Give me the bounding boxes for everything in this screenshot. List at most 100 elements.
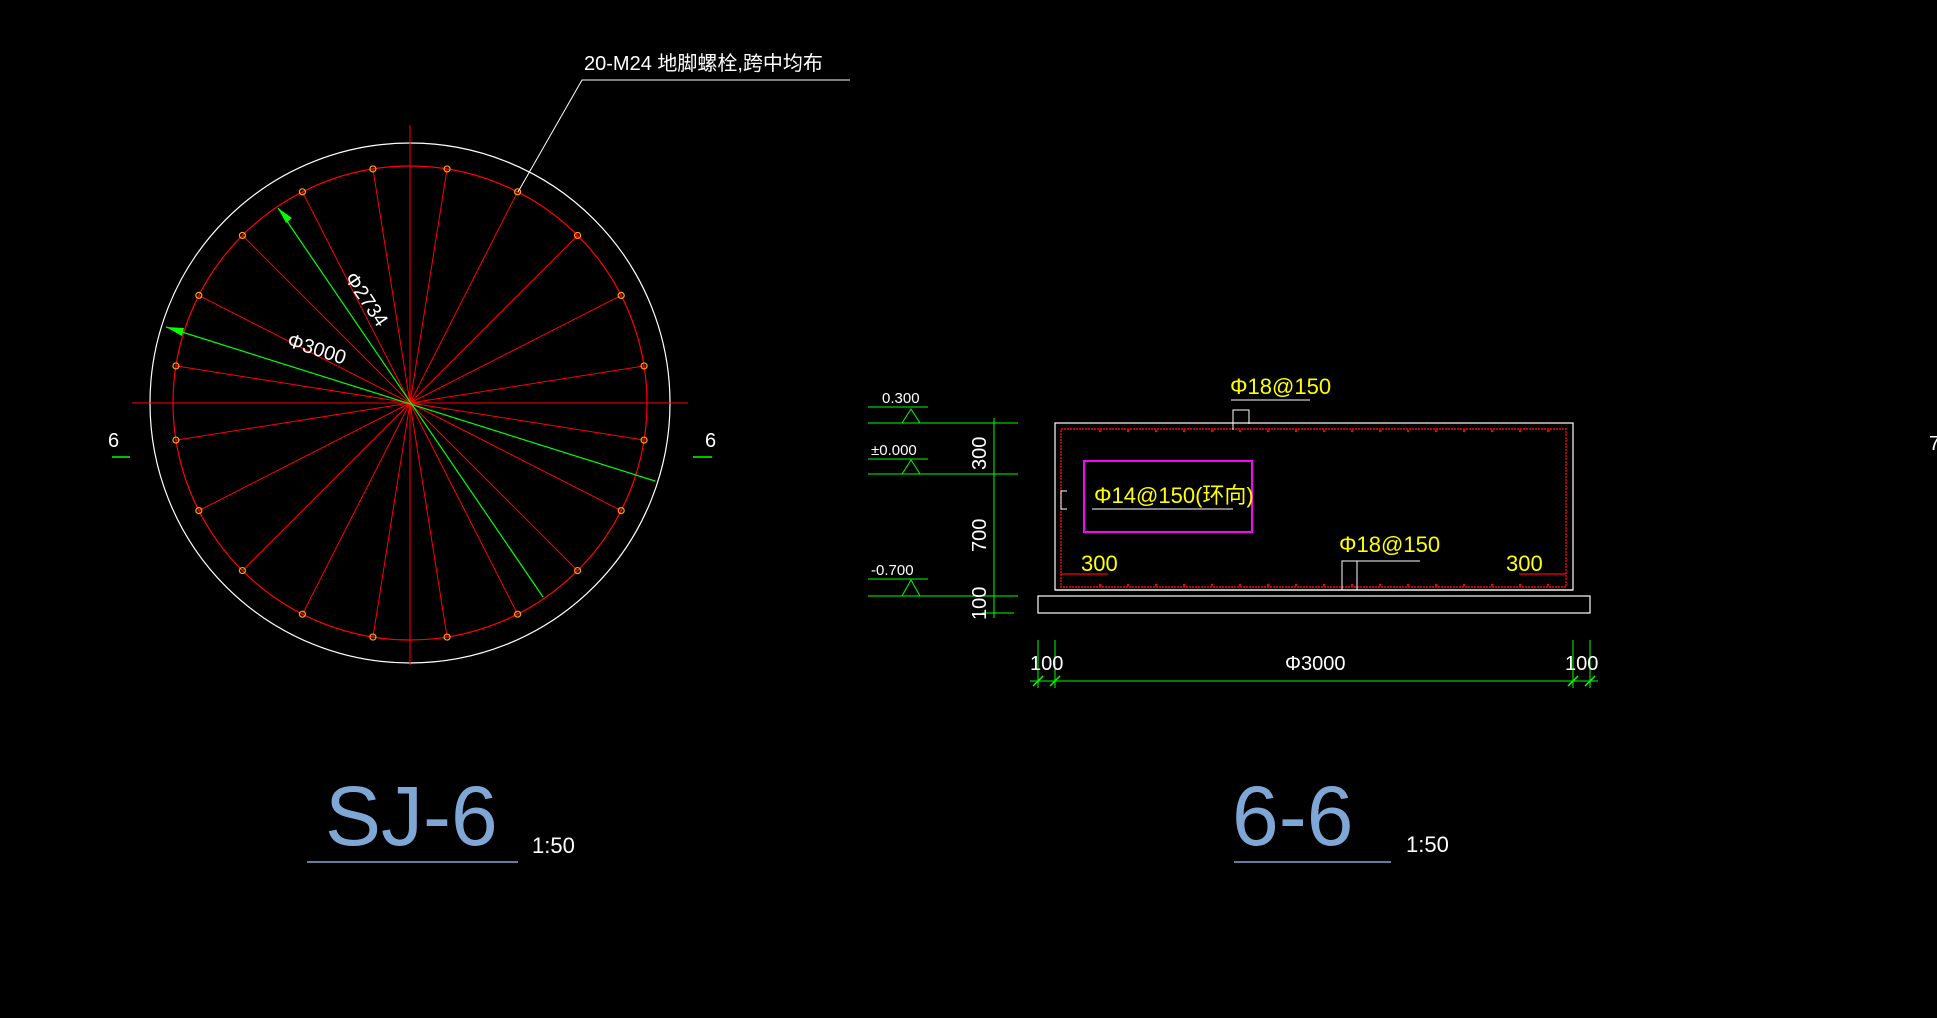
ring-rebar-leader <box>1060 490 1067 510</box>
top-rebar-label: Φ18@150 <box>1230 374 1331 399</box>
elev-top-symbol <box>868 408 1018 424</box>
rebar-section-dot <box>1350 583 1354 587</box>
rebar-section-dot <box>1322 583 1326 587</box>
radial-rebar-line <box>372 168 411 404</box>
elev-ground-label: ±0.000 <box>871 442 917 459</box>
section-rebar-cage <box>1060 428 1567 588</box>
rebar-section-dot <box>1322 429 1326 433</box>
vertical-dimension-chain: 300 700 100 <box>969 418 1014 620</box>
anchor-bolt <box>238 231 247 240</box>
rebar-section-dot <box>1518 583 1522 587</box>
rebar-section-dot <box>1154 583 1158 587</box>
rebar-section-dot <box>1126 583 1130 587</box>
radial-rebar-line <box>198 402 411 512</box>
rebar-section-dot <box>1126 429 1130 433</box>
radial-rebar-line <box>242 235 411 404</box>
section-scale: 1:50 <box>1406 832 1449 857</box>
rebar-section-dot <box>1378 429 1382 433</box>
dim-arrow-outer <box>166 327 184 336</box>
anchor-bolt <box>369 165 377 173</box>
hdim-tick-1 <box>1032 675 1044 687</box>
anchor-length-right: 300 <box>1506 551 1543 576</box>
radial-rebar-line <box>372 402 411 638</box>
rebar-section-dot <box>1350 429 1354 433</box>
ring-rebar-label: Φ14@150(环向) <box>1094 483 1254 508</box>
elevation-markers: 0.300 ±0.000 -0.700 <box>868 390 1018 597</box>
anchor-bolt <box>640 362 648 370</box>
plan-dim-inner-label: Φ2734 <box>340 268 392 330</box>
vdim-100-label: 100 <box>969 587 991 620</box>
plan-scale: 1:50 <box>532 833 575 858</box>
anchor-bolt <box>238 566 247 575</box>
rebar-section-dot <box>1294 583 1298 587</box>
section-mark-left: 6 <box>108 430 119 452</box>
rebar-section-dot <box>1210 583 1214 587</box>
elev-top-label: 0.300 <box>882 390 920 407</box>
radial-rebar-line <box>175 402 411 441</box>
vdim-700-label: 700 <box>969 519 991 552</box>
rebar-section-dot <box>1098 583 1102 587</box>
rebar-section-dot <box>1266 429 1270 433</box>
top-rebar-leader <box>1232 409 1250 430</box>
hdim-tick-4 <box>1584 675 1596 687</box>
radial-rebar-line <box>409 235 578 404</box>
hdim-diameter-label: Φ3000 <box>1285 653 1345 675</box>
section-view: Φ18@150 Φ14@150(环向) Φ18@150 300 300 0.30… <box>868 374 1598 863</box>
anchor-bolt <box>195 506 203 515</box>
rebar-section-dot <box>1154 429 1158 433</box>
elev-bottom-label: -0.700 <box>871 562 914 579</box>
section-rebar-dots <box>1098 429 1550 587</box>
rebar-section-dot <box>1434 583 1438 587</box>
horizontal-dimension-chain: 100 Φ3000 100 <box>1030 640 1598 688</box>
hdim-right-100-label: 100 <box>1565 653 1598 675</box>
anchor-bolt <box>617 506 625 515</box>
bottom-rebar-leader <box>1341 560 1358 590</box>
rebar-section-dot <box>1378 583 1382 587</box>
radial-rebar-lines <box>175 168 645 638</box>
dim-line-outer-diameter <box>165 326 656 482</box>
radial-rebar-line <box>409 402 448 638</box>
rebar-section-dot <box>1462 429 1466 433</box>
section-title: 6-6 <box>1232 769 1353 863</box>
radial-rebar-line <box>198 294 411 404</box>
anchor-bolt <box>369 633 377 641</box>
section-base-slab <box>1037 595 1591 614</box>
radial-rebar-line <box>409 365 645 404</box>
anchor-bolt <box>298 188 307 196</box>
rebar-section-dot <box>1238 583 1242 587</box>
radial-rebar-line <box>409 402 622 512</box>
rebar-section-dot <box>1546 429 1550 433</box>
rebar-section-dot <box>1462 583 1466 587</box>
rebar-section-dot <box>1266 583 1270 587</box>
dim-line-inner-diameter <box>277 207 544 598</box>
ring-rebar-highlight-box[interactable] <box>1083 460 1253 533</box>
anchor-bolt <box>573 566 582 575</box>
anchor-bolt <box>640 436 648 444</box>
radial-rebar-line <box>409 402 578 571</box>
radial-rebar-line <box>409 402 645 441</box>
elev-ground-symbol <box>868 459 1018 475</box>
hdim-tick-2 <box>1049 675 1061 687</box>
anchor-length-left: 300 <box>1081 551 1118 576</box>
anchor-bolt <box>617 291 625 300</box>
radial-rebar-line <box>301 402 411 615</box>
hdim-tick-3 <box>1567 675 1579 687</box>
vdim-300-label: 300 <box>969 437 991 470</box>
hdim-left-100-label: 100 <box>1030 653 1063 675</box>
radial-rebar-line <box>409 191 519 404</box>
plan-dim-outer-label: Φ3000 <box>284 330 348 370</box>
rebar-section-dot <box>1182 429 1186 433</box>
leader-line <box>517 79 850 193</box>
anchor-bolt-group <box>172 165 648 641</box>
rebar-section-dot <box>1490 583 1494 587</box>
radial-rebar-line <box>301 191 411 404</box>
edge-mark: 7 <box>1929 433 1937 455</box>
plan-view: Φ2734 Φ3000 20-M24 地脚螺栓,跨中均布 6 6 SJ-6 1:… <box>108 52 850 863</box>
anchor-bolt <box>443 633 451 641</box>
radial-rebar-line <box>409 294 622 404</box>
rebar-section-dot <box>1546 583 1550 587</box>
radial-rebar-line <box>175 365 411 404</box>
rebar-section-dot <box>1098 429 1102 433</box>
elev-bottom-symbol <box>868 578 1018 597</box>
